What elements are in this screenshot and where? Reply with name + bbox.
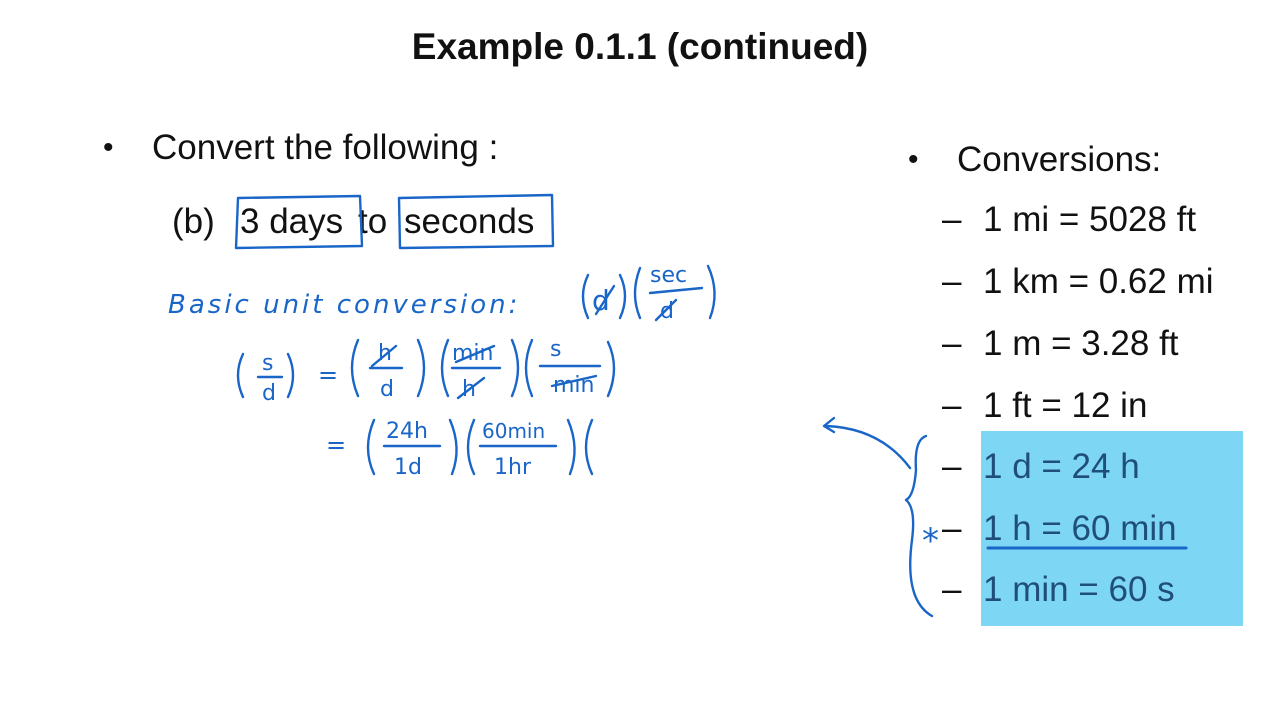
dash-marker: –: [942, 386, 962, 425]
paren-left: [581, 273, 590, 320]
time-conversions-highlight: [981, 431, 1243, 626]
row1-f1-den: d: [380, 377, 394, 402]
conversion-item-highlighted: 1 d = 24 h: [983, 447, 1140, 486]
part-label: (b): [172, 202, 215, 241]
conversion-item: 1 km = 0.62 mi: [983, 262, 1214, 301]
row1-lhs-den: d: [262, 381, 276, 406]
paren-right: [618, 273, 627, 320]
conversion-item-highlighted: 1 min = 60 s: [983, 570, 1175, 609]
quantity-text: 3 days: [240, 202, 344, 241]
conversion-item: 1 mi = 5028 ft: [983, 200, 1197, 239]
box-around-target-unit: [397, 193, 555, 250]
basic-frac-num: sec: [650, 263, 687, 288]
equals-sign: =: [318, 361, 338, 389]
row2-f2-num: 60min: [482, 419, 545, 443]
bullet-dot: •: [908, 143, 919, 176]
dash-marker: –: [942, 262, 962, 301]
cancel-stroke: [654, 298, 678, 322]
slide-title: Example 0.1.1 (continued): [411, 26, 869, 67]
dash-marker: –: [942, 447, 962, 486]
row1-lhs-num: s: [262, 351, 273, 376]
convert-instruction: Convert the following :: [152, 128, 499, 167]
arrow-head: [822, 416, 836, 434]
paren-left: [633, 266, 642, 320]
conversion-item: 1 m = 3.28 ft: [983, 324, 1179, 363]
equals-sign: =: [326, 431, 346, 459]
conversion-item: 1 ft = 12 in: [983, 386, 1148, 425]
row2-f1-den: 1d: [394, 455, 422, 480]
connector-text: to: [358, 202, 388, 241]
star-mark: *: [922, 521, 939, 561]
fraction-bar: [648, 286, 704, 295]
box-around-quantity: [234, 194, 364, 250]
arrow-curve: [824, 424, 912, 470]
dash-marker: –: [942, 570, 962, 609]
bullet-dot: •: [103, 131, 114, 164]
conversion-item-highlighted: 1 h = 60 min: [983, 509, 1177, 548]
dash-marker: –: [942, 200, 962, 239]
conversions-header: Conversions:: [957, 140, 1162, 179]
basic-num: d: [592, 284, 610, 317]
row2-f1-num: 24h: [386, 419, 428, 444]
dash-marker: –: [942, 324, 962, 363]
paren-right: [706, 264, 716, 320]
dash-marker: –: [942, 509, 962, 548]
row2-f2-den: 1hr: [494, 455, 532, 480]
cancel-stroke: [594, 284, 616, 316]
curly-brace: [904, 434, 934, 618]
row1-f3-num: s: [550, 337, 561, 362]
target-unit-text: seconds: [404, 202, 535, 241]
row1-f1-num: h: [378, 341, 392, 366]
basic-conversion-label: Basic unit conversion:: [168, 290, 520, 320]
